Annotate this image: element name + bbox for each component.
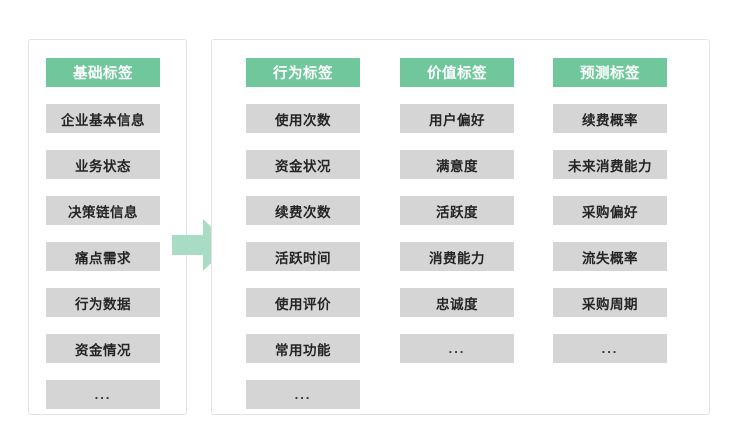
tag-chip[interactable]: 流失概率 (553, 242, 667, 271)
tag-chip[interactable]: 资金状况 (246, 150, 360, 179)
tag-chip[interactable]: 行为数据 (46, 288, 160, 317)
tag-chip-more[interactable]: ... (400, 334, 514, 363)
tag-chip[interactable]: 使用评价 (246, 288, 360, 317)
tag-chip[interactable]: 用户偏好 (400, 104, 514, 133)
target-panel: 行为标签 使用次数 资金状况 续费次数 活跃时间 使用评价 常用功能 ... 价… (211, 39, 710, 415)
tag-chip[interactable]: 企业基本信息 (46, 104, 160, 133)
tag-chip[interactable]: 资金情况 (46, 334, 160, 363)
tag-chip[interactable]: 未来消费能力 (553, 150, 667, 179)
column-header-value-tags[interactable]: 价值标签 (400, 58, 514, 87)
column-basic-tags: 基础标签 企业基本信息 业务状态 决策链信息 痛点需求 行为数据 资金情况 ..… (46, 58, 160, 426)
column-behavior-tags: 行为标签 使用次数 资金状况 续费次数 活跃时间 使用评价 常用功能 ... (246, 58, 360, 426)
column-header-behavior-tags[interactable]: 行为标签 (246, 58, 360, 87)
tag-chip[interactable]: 续费次数 (246, 196, 360, 225)
tag-chip-more[interactable]: ... (246, 380, 360, 409)
column-header-basic-tags[interactable]: 基础标签 (46, 58, 160, 87)
tag-chip[interactable]: 忠诚度 (400, 288, 514, 317)
source-panel: 基础标签 企业基本信息 业务状态 决策链信息 痛点需求 行为数据 资金情况 ..… (28, 39, 187, 415)
tag-chip[interactable]: 活跃时间 (246, 242, 360, 271)
tag-chip[interactable]: 采购周期 (553, 288, 667, 317)
column-prediction-tags: 预测标签 续费概率 未来消费能力 采购偏好 流失概率 采购周期 ... (553, 58, 667, 380)
tag-chip[interactable]: 采购偏好 (553, 196, 667, 225)
tag-chip-more[interactable]: ... (553, 334, 667, 363)
tag-chip-more[interactable]: ... (46, 380, 160, 409)
column-value-tags: 价值标签 用户偏好 满意度 活跃度 消费能力 忠诚度 ... (400, 58, 514, 380)
tag-chip[interactable]: 痛点需求 (46, 242, 160, 271)
tag-chip[interactable]: 常用功能 (246, 334, 360, 363)
tag-chip[interactable]: 使用次数 (246, 104, 360, 133)
tag-chip[interactable]: 消费能力 (400, 242, 514, 271)
column-header-prediction-tags[interactable]: 预测标签 (553, 58, 667, 87)
tag-chip[interactable]: 活跃度 (400, 196, 514, 225)
tag-chip[interactable]: 业务状态 (46, 150, 160, 179)
tag-chip[interactable]: 续费概率 (553, 104, 667, 133)
tag-chip[interactable]: 决策链信息 (46, 196, 160, 225)
tag-chip[interactable]: 满意度 (400, 150, 514, 179)
